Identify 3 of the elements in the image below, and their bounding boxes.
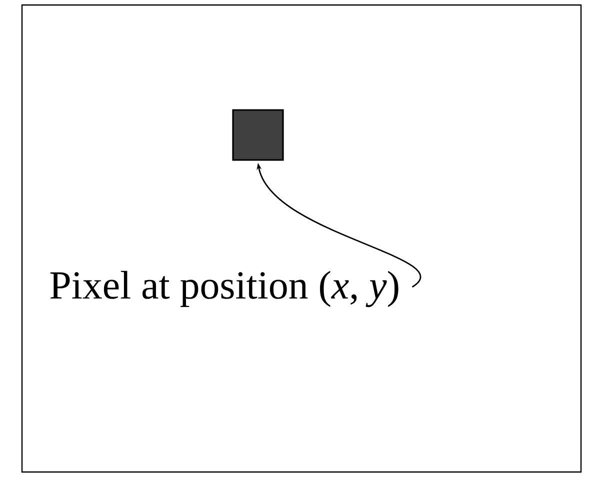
pixel-square — [232, 109, 284, 161]
caption-text: Pixel at position (x, y) — [50, 270, 398, 308]
frame-rectangle — [21, 4, 582, 473]
